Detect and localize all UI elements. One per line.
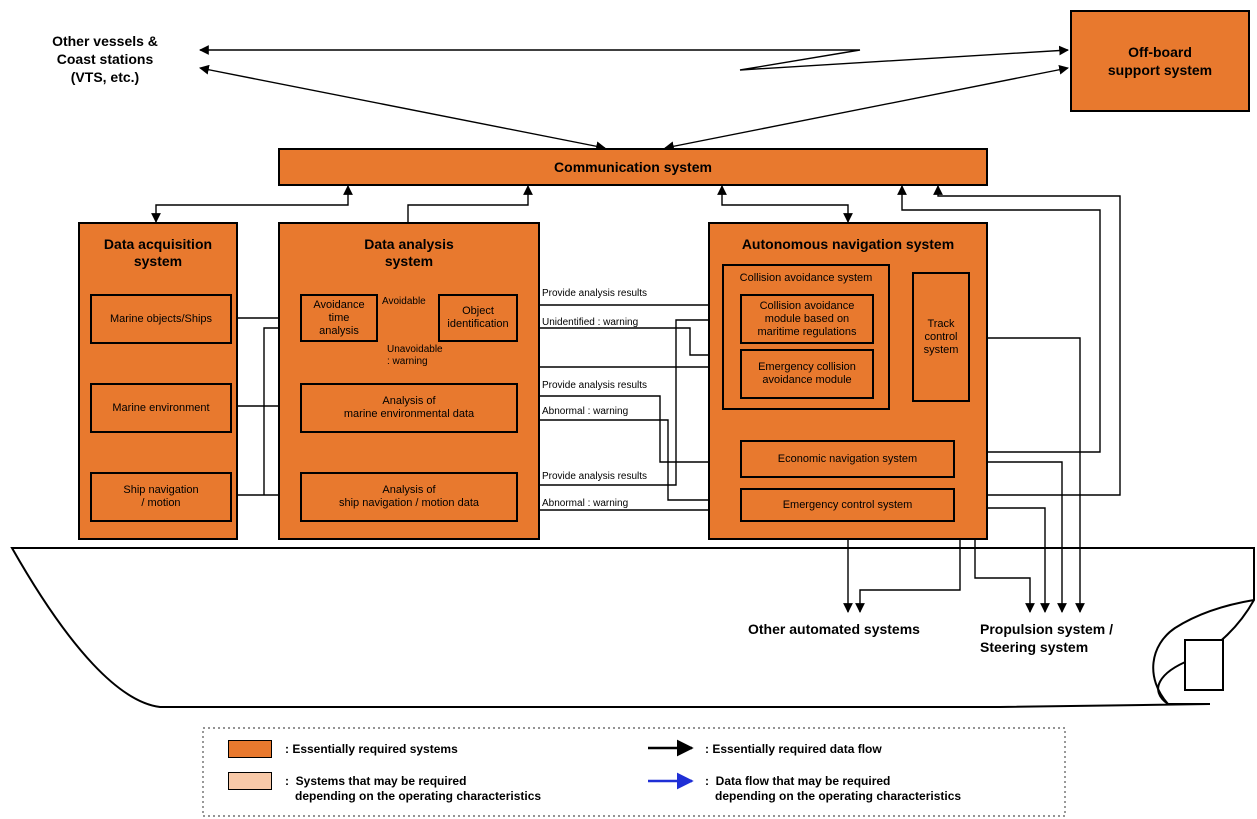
emergency-control-box: Emergency control system: [740, 488, 955, 522]
propulsion-steering-label: Propulsion system / Steering system: [980, 621, 1114, 655]
legend-swatch-required: [228, 740, 272, 758]
nav-data-analysis-box: Analysis of ship navigation / motion dat…: [300, 472, 518, 522]
legend-required-systems: : Essentially required systems: [285, 742, 458, 756]
other-vessels-label: Other vessels & Coast stations (VTS, etc…: [52, 33, 158, 85]
marine-environment-box: Marine environment: [90, 383, 232, 433]
offboard-support-label: Off-board support system: [1107, 44, 1213, 78]
object-identification-box: Object identification: [438, 294, 518, 342]
marine-objects-box: Marine objects/Ships: [90, 294, 232, 344]
provide-results-label-1: Provide analysis results: [542, 288, 648, 299]
ship-window: [1184, 639, 1224, 691]
track-control-box: Track control system: [912, 272, 970, 402]
legend-required-flow: : Essentially required data flow: [705, 742, 882, 756]
avoidable-label: Avoidable: [382, 296, 426, 307]
economic-navigation-box: Economic navigation system: [740, 440, 955, 478]
unidentified-warning-label: Unidentified : warning: [542, 317, 639, 328]
provide-results-label-3: Provide analysis results: [542, 471, 648, 482]
provide-results-label-2: Provide analysis results: [542, 380, 648, 391]
autonomous-navigation-title: Autonomous navigation system: [741, 236, 955, 252]
abnormal-warning-label-2: Abnormal : warning: [542, 498, 629, 509]
env-data-analysis-box: Analysis of marine environmental data: [300, 383, 518, 433]
abnormal-warning-label-1: Abnormal : warning: [542, 406, 629, 417]
data-analysis-title: Data analysis system: [364, 236, 454, 269]
emergency-collision-box: Emergency collision avoidance module: [740, 349, 874, 399]
legend-frame: [202, 727, 1066, 817]
ship-navigation-box: Ship navigation / motion: [90, 472, 232, 522]
collision-avoidance-system-title: Collision avoidance system: [739, 272, 873, 284]
offboard-support-box: Off-board support system: [1070, 10, 1250, 112]
legend-optional-systems: : Systems that may be required depending…: [285, 774, 542, 803]
communication-system-label: Communication system: [554, 159, 712, 175]
legend-optional-flow: : Data flow that may be required dependi…: [705, 774, 962, 803]
communication-system-box: Communication system: [278, 148, 988, 186]
unavoidable-label: Unavoidable : warning: [387, 344, 443, 367]
data-acquisition-title: Data acquisition system: [103, 236, 213, 269]
legend-swatch-optional: [228, 772, 272, 790]
other-automated-systems-label: Other automated systems: [748, 621, 920, 637]
avoidance-time-analysis-box: Avoidance time analysis: [300, 294, 378, 342]
collision-module-box: Collision avoidance module based on mari…: [740, 294, 874, 344]
